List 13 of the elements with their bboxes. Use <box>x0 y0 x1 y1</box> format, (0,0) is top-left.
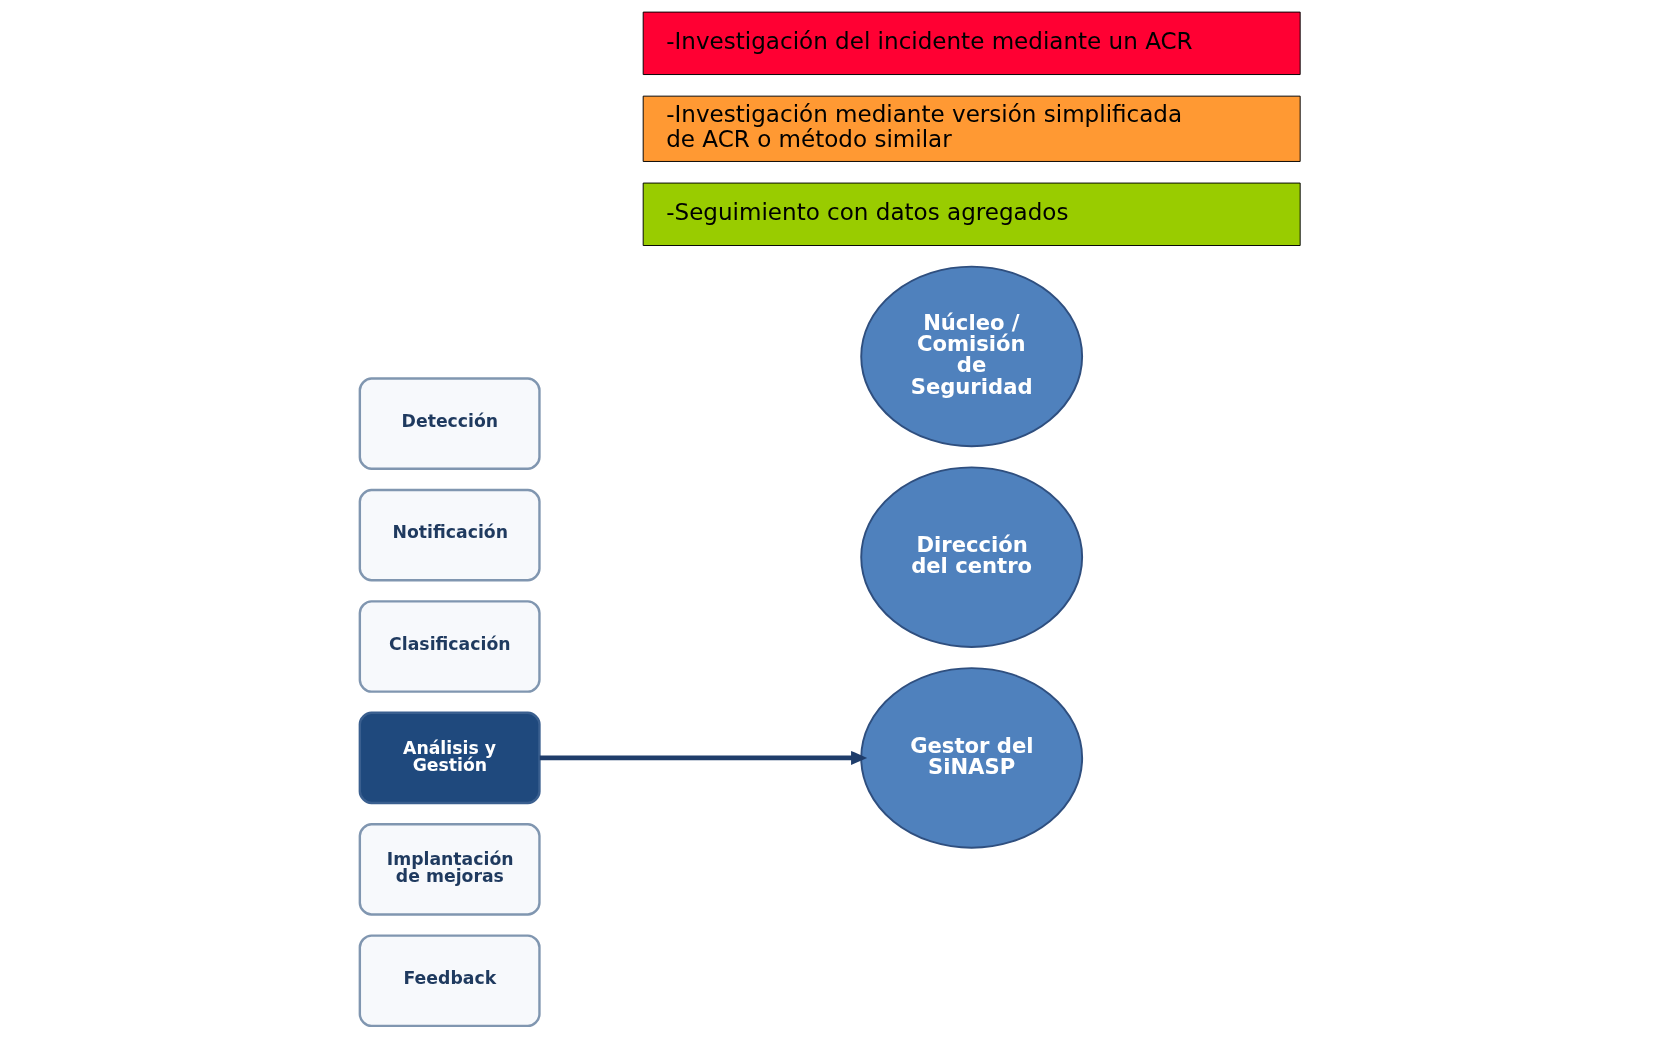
node-box: -Investigación mediante versión simplificada de ACR o método similar <box>642 95 1301 162</box>
node-box: Análisis y Gestión <box>358 711 541 805</box>
node-box: Notificación <box>358 488 541 582</box>
node-ellipse: Dirección del centro <box>860 466 1084 648</box>
node-ellipse: Núcleo / Comisión de Seguridad <box>860 265 1084 448</box>
node-box: Detección <box>358 377 541 470</box>
node-box: Implantación de mejoras <box>358 823 541 916</box>
node-box: -Investigación del incidente mediante un ACR <box>642 11 1301 75</box>
node-box: Clasificación <box>358 600 541 693</box>
node-box: Feedback <box>358 934 541 1028</box>
node-box: -Seguimiento con datos agregados <box>642 182 1301 246</box>
node-ellipse: Gestor del SiNASP <box>860 667 1084 849</box>
arrow <box>539 750 868 765</box>
